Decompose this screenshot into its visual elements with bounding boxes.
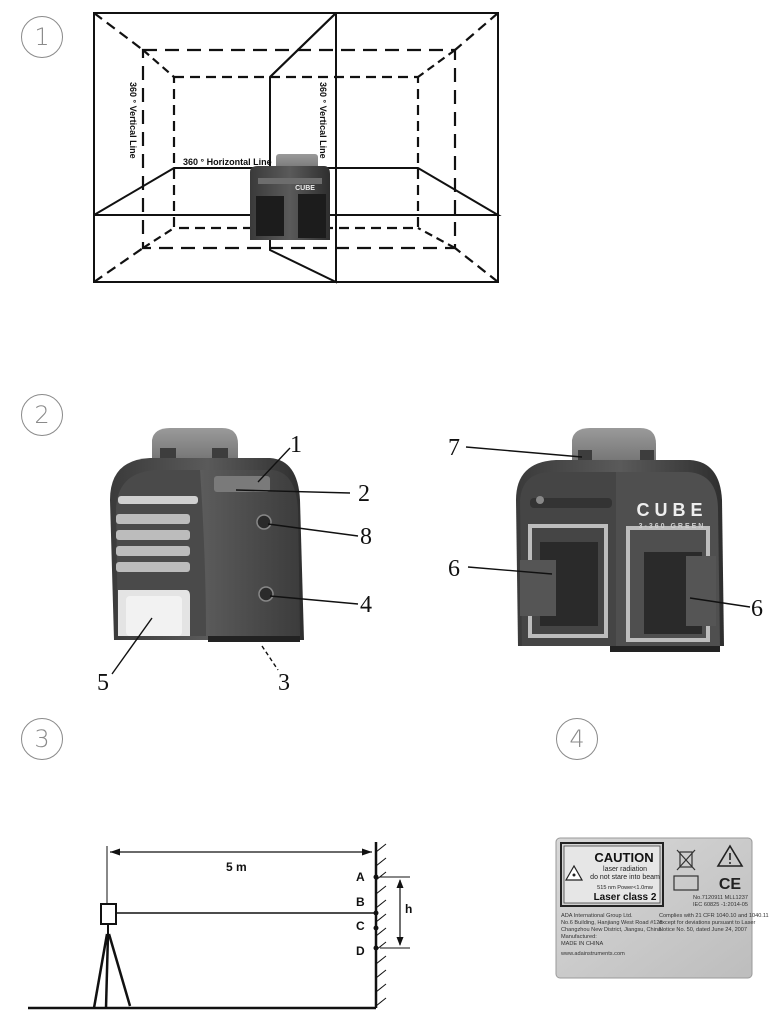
company-line-2: No.6 Building, Hanjiang West Road #128 — [561, 920, 663, 926]
laser-class: Laser class 2 — [594, 892, 657, 903]
warning-line-1: laser radiation — [603, 866, 647, 873]
warning-triangle-icon — [716, 844, 744, 867]
callout-4: 4 — [360, 592, 372, 618]
callout-6-right: 6 — [751, 596, 763, 622]
horizontal-line-label: 360 ° Horizontal Line — [183, 157, 272, 167]
vertical-line-label-left: 360 ° Vertical Line — [128, 82, 138, 159]
device-brand-text: CUBE — [636, 500, 707, 520]
callout-7: 7 — [448, 435, 460, 461]
laser-spec: 515 nm Power<1.0mw — [597, 885, 654, 891]
step-1-badge: 1 — [21, 16, 63, 58]
device-front-view: CUBE 3-360 GREEN — [516, 428, 724, 652]
height-label: h — [405, 902, 412, 916]
compliance-line-3: Notice No. 50, dated June 24, 2007 — [659, 927, 747, 933]
company-line-3: Changzhou New District, Jiangsu, China — [561, 927, 662, 933]
step-3-badge: 3 — [21, 718, 63, 760]
callout-2: 2 — [358, 481, 370, 507]
callout-1: 1 — [290, 432, 302, 458]
cert-line-2: IEC 60825 -1:2014-05 — [693, 902, 748, 908]
caution-heading: CAUTION — [594, 850, 653, 865]
company-line-1: ADA International Group Ltd. — [561, 913, 633, 919]
distance-label: 5 m — [226, 860, 247, 874]
laser-hazard-icon — [564, 864, 584, 881]
callout-6-left: 6 — [448, 556, 460, 582]
laser-warning-label — [555, 837, 753, 979]
cert-line-1: No.7120911 MLL1237 — [693, 895, 748, 901]
step-4-badge: 4 — [556, 718, 598, 760]
room-device-image: CUBE — [250, 154, 330, 240]
warning-line-2: do not stare into beam — [590, 874, 660, 881]
right-callout-leaders — [465, 446, 751, 608]
company-line-4: Manufactured: — [561, 934, 597, 940]
weee-bin-icon — [673, 849, 699, 891]
measurement-diagram — [28, 842, 410, 1010]
company-line-5: MADE IN CHINA — [561, 941, 604, 947]
step-2-badge: 2 — [21, 394, 63, 436]
callout-3: 3 — [278, 670, 290, 696]
point-d: D — [356, 944, 365, 958]
vertical-line-label-right: 360 ° Vertical Line — [318, 82, 328, 159]
website: www.adainstruments.com — [560, 951, 625, 957]
point-c: C — [356, 919, 365, 933]
callout-5: 5 — [97, 670, 109, 696]
device-model-text: 3-360 GREEN — [639, 523, 706, 530]
room-device-label: CUBE — [295, 185, 315, 192]
compliance-line-1: Complies with 21 CFR 1040.10 and 1040.11 — [659, 913, 769, 919]
left-callout-leaders — [111, 447, 359, 675]
device-side-view — [110, 428, 304, 642]
figure-room-projection — [93, 12, 502, 284]
point-b: B — [356, 895, 365, 909]
ce-mark: CE — [719, 876, 742, 893]
compliance-line-2: except for deviations pursuant to Laser — [659, 920, 756, 926]
callout-8: 8 — [360, 524, 372, 550]
point-a: A — [356, 870, 365, 884]
